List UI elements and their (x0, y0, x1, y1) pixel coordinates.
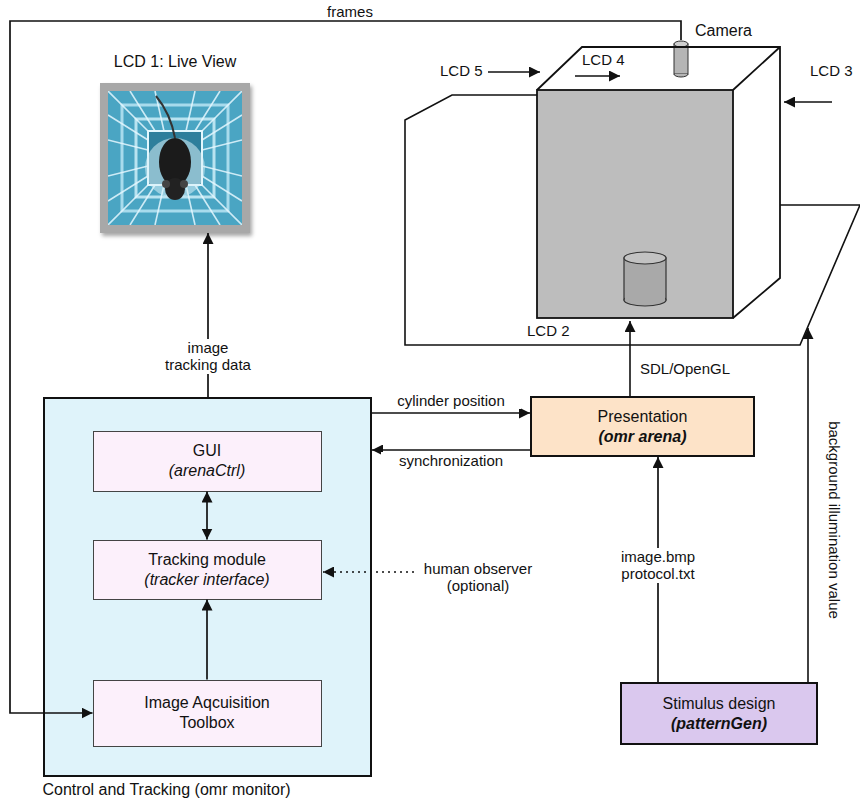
tunnel-rays (108, 91, 242, 225)
software-panel: Control and Tracking (omr monitor)GUI(ar… (43, 397, 372, 777)
lcd-label: LCD 4 (582, 51, 625, 68)
flow-arrow (10, 21, 681, 713)
module-box: Tracking module(tracker interface) (93, 540, 322, 600)
program-name: (patternGen) (671, 714, 767, 734)
arena-front (537, 90, 733, 318)
layout-arrows (323, 72, 832, 682)
box-title: Presentation (598, 407, 688, 427)
mouse-tail (156, 96, 175, 138)
edge-label: synchronization (381, 452, 521, 469)
render-arrow (629, 321, 631, 396)
process-box: Presentation(omr arena) (530, 396, 755, 457)
process-box: Stimulus design(patternGen) (620, 682, 818, 745)
node-heading: Camera (695, 22, 752, 40)
node-heading: Control and Tracking (omr monitor) (43, 781, 291, 799)
arena-edges (537, 47, 780, 318)
lcd-label: LCD 3 (810, 62, 853, 79)
edge-label: image tracking data (160, 339, 256, 374)
flow-arrow (206, 600, 208, 680)
observer-arrow (323, 571, 414, 573)
lcd-pointer (784, 101, 832, 103)
node-heading: LCD 1: Live View (114, 53, 236, 71)
box-title: Tracking module (148, 550, 266, 570)
signal-label: background illumination value (825, 421, 842, 619)
lcd-pointer (488, 71, 540, 73)
mouse-ear (180, 180, 188, 188)
box-title: GUI (193, 441, 221, 461)
module-box: Image Aqcuisition Toolbox (93, 680, 322, 747)
live-view-image (108, 91, 242, 225)
edge-label: frames (320, 3, 380, 20)
edge-label: cylinder position (381, 392, 521, 409)
flow-arrow (372, 412, 530, 414)
mouse-cylinder (624, 252, 666, 306)
flow-arrow (206, 492, 208, 540)
program-name: (tracker interface) (144, 570, 269, 590)
tunnel-ground (108, 91, 242, 225)
lcd-label: LCD 5 (440, 62, 483, 79)
note-label: human observer (optional) (418, 560, 538, 595)
mouse-ear (162, 180, 170, 188)
camera-symbol: Camera (673, 40, 689, 78)
box-title: Stimulus design (663, 694, 776, 714)
flow-arrow (372, 449, 530, 451)
edge-label: image.bmp protocol.txt (612, 548, 704, 583)
box-title: Image Aqcuisition Toolbox (132, 693, 282, 733)
lcd-pointer (575, 75, 620, 77)
lcd-label: LCD 2 (527, 322, 570, 339)
illumination-arrow (807, 328, 809, 682)
program-name: (arenaCtrl) (169, 461, 245, 481)
module-box: GUI(arenaCtrl) (93, 431, 322, 492)
camera-shape (673, 40, 689, 78)
program-name: (omr arena) (598, 427, 686, 447)
signal-label: SDL/OpenGL (640, 360, 730, 377)
